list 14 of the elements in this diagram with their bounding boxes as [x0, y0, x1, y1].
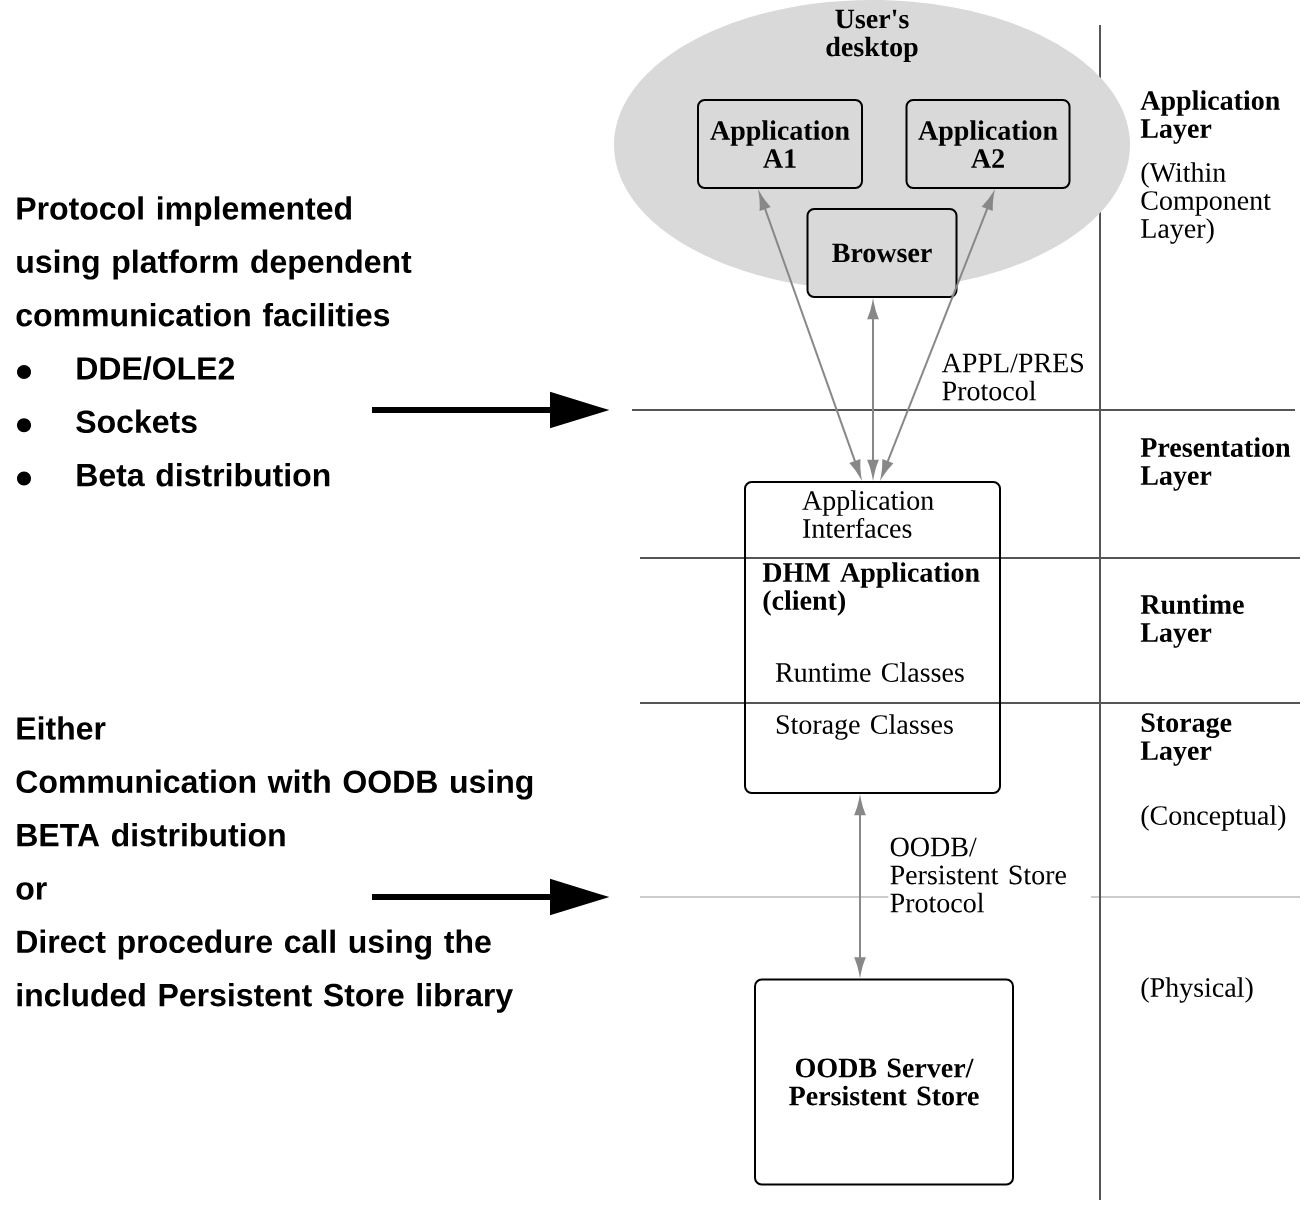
edge-label: OODB/ Persistent Store Protocol [888, 836, 1091, 914]
client-application-box: Application Interfaces DHM Application (client) Runtime Classes Storage Classes [744, 481, 1001, 794]
application-box: Application A2 [905, 99, 1071, 189]
communication-text: Either Communication with OODB using BETA distribution or Direct procedure call using the included Persistent Store library [16, 716, 533, 1013]
layer-label: Application Layer [1140, 90, 1280, 144]
layer-label: (Physical) [1141, 977, 1253, 1003]
layer-label: Presentation Layer [1140, 437, 1291, 491]
layer-label: (Conceptual) [1141, 805, 1286, 831]
layer-label: Runtime Layer [1140, 594, 1244, 648]
layer-label: (Within Component Layer) [1141, 162, 1271, 244]
layer-label: Storage Layer [1140, 713, 1232, 766]
application-box: Application A1 [697, 99, 863, 189]
protocol-text: Protocol implemented using platform dependent communication facilities DDE/OLE2 Sockets Beta distribution [16, 196, 412, 487]
server-box: OODB Server/ Persistent Store [754, 978, 1014, 1186]
